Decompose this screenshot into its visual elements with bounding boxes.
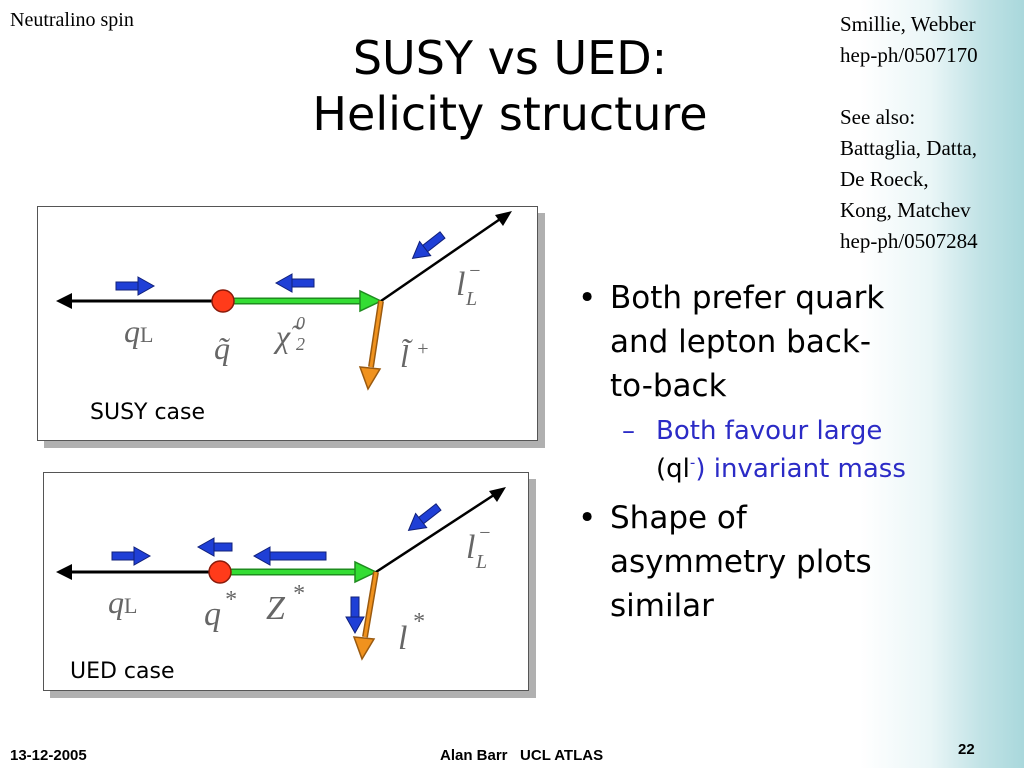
sub-bullet-item: – Both favour large (ql-) invariant mass: [578, 412, 978, 488]
helicity-arrow-kk-z: [252, 546, 327, 566]
bullet-item: • Both prefer quark and lepton back- to-…: [578, 276, 978, 408]
bullet-dot-icon: •: [578, 500, 597, 536]
sub-bullet-text: (ql-) invariant mass: [656, 450, 978, 488]
susy-diagram: qL q̃ χ̃ 0 2 l − L l̃ +: [56, 211, 512, 391]
lepton-arrowhead: [495, 211, 512, 226]
quark-arrowhead: [56, 564, 72, 580]
slide-title: SUSY vs UED: Helicity structure: [250, 30, 770, 142]
helicity-arrow-quark: [111, 546, 152, 566]
slepton-label: l̃: [400, 338, 413, 374]
bullet-list: • Both prefer quark and lepton back- to-…: [578, 276, 978, 628]
helicity-arrow-lepton: [411, 231, 446, 260]
squark-vertex: [211, 289, 235, 313]
ref-line: Battaglia, Datta,: [840, 136, 978, 160]
lepton-superscript: −: [468, 260, 482, 282]
bullet-dot-icon: •: [578, 280, 597, 316]
bullet-text: Shape of: [610, 500, 747, 536]
sub-bullet-text: Both favour large: [656, 416, 883, 446]
kk-lepton-label: l: [398, 620, 407, 657]
references: Smillie, Webber hep-ph/0507170 See also:…: [840, 9, 978, 257]
squark-label: q̃: [214, 330, 230, 366]
bullet-text: Both prefer quark: [610, 280, 885, 316]
bullet-text: and lepton back-: [610, 324, 872, 360]
lepton-subscript: L: [465, 288, 477, 310]
footer-date: 13-12-2005: [10, 747, 87, 764]
slide-topic: Neutralino spin: [10, 9, 134, 31]
ued-diagram-panel: qL q * Z * l − L l * UED case: [43, 472, 529, 691]
helicity-arrow-kk-quark: [196, 537, 233, 557]
bullet-dash-icon: –: [622, 416, 635, 446]
kk-quark-vertex: [208, 560, 232, 584]
ref-line: De Roeck,: [840, 167, 929, 191]
kk-z-superscript: *: [292, 581, 304, 607]
lepton-superscript: −: [478, 522, 492, 544]
paren-open: (: [656, 454, 667, 484]
lepton-label: l: [466, 529, 475, 566]
title-line-1: SUSY vs UED:: [352, 31, 668, 85]
helicity-arrow-kk-lepton: [345, 596, 365, 635]
lepton-line: [375, 489, 501, 574]
paren-close: ): [695, 454, 706, 484]
lepton-line: [380, 213, 507, 303]
ref-line: hep-ph/0507170: [840, 43, 978, 67]
ql-superscript: -: [689, 453, 696, 472]
lepton-subscript: L: [475, 551, 487, 573]
page-number: 22: [958, 741, 975, 758]
kk-lepton-arrowhead: [352, 636, 376, 661]
bullet-item: • Shape of asymmetry plots similar: [578, 496, 978, 628]
susy-diagram-panel: qL q̃ χ̃ 0 2 l − L l̃ + SUSY case: [37, 206, 538, 441]
ref-spacer: [840, 71, 978, 102]
helicity-arrow-quark: [115, 276, 156, 296]
ued-case-label: UED case: [70, 659, 175, 684]
invariant-mass-text: invariant mass: [705, 454, 906, 484]
quark-label: qL: [124, 313, 153, 349]
quark-arrowhead: [56, 293, 72, 309]
bullet-text: similar: [610, 588, 714, 624]
quark-label: qL: [108, 584, 137, 620]
bullet-text: asymmetry plots: [610, 544, 872, 580]
title-line-2: Helicity structure: [312, 87, 708, 141]
ref-line: Smillie, Webber: [840, 12, 976, 36]
kk-quark-superscript: *: [224, 587, 236, 613]
kk-z-arrowhead: [354, 560, 378, 584]
slepton-superscript: +: [416, 338, 430, 360]
kk-lepton-superscript: *: [412, 609, 424, 635]
ref-line: hep-ph/0507284: [840, 229, 978, 253]
ref-line: See also:: [840, 105, 916, 129]
kk-z-label: Z: [266, 590, 286, 627]
lepton-arrowhead: [489, 487, 506, 502]
susy-case-label: SUSY case: [90, 400, 206, 425]
bullet-text: to-back: [610, 368, 727, 404]
footer-author: Alan Barr UCL ATLAS: [440, 747, 604, 764]
ql-text: ql: [666, 454, 690, 484]
lepton-label: l: [456, 266, 465, 303]
ued-diagram: qL q * Z * l − L l *: [56, 487, 506, 661]
neutralino-superscript: 0: [296, 313, 305, 333]
neutralino-arrowhead: [359, 289, 383, 313]
neutralino-subscript: 2: [296, 334, 305, 354]
kk-quark-label: q: [204, 596, 221, 633]
helicity-arrow-neutralino: [274, 273, 315, 293]
ref-line: Kong, Matchev: [840, 198, 971, 222]
helicity-arrow-lepton: [407, 503, 442, 532]
slepton-arrowhead: [358, 366, 382, 391]
